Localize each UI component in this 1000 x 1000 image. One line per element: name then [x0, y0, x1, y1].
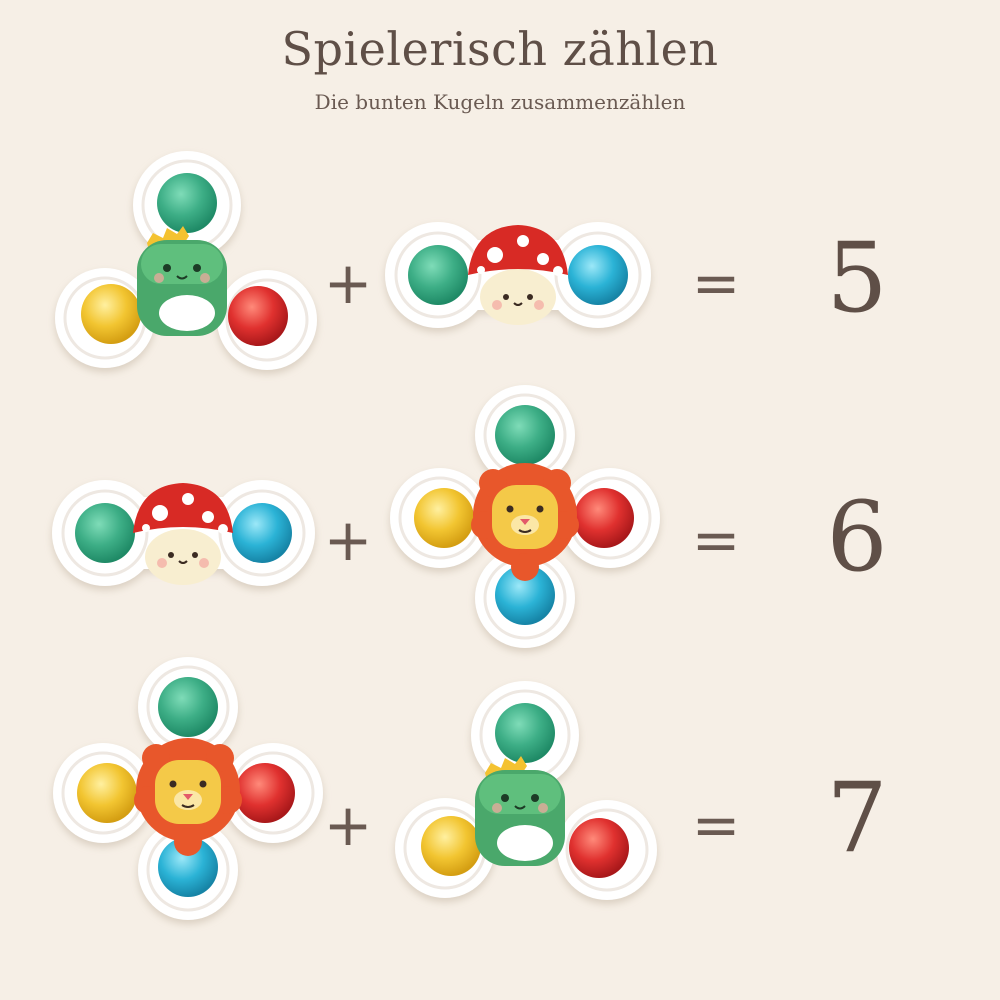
mushroom-icon [133, 483, 233, 585]
mushroom-icon [468, 225, 568, 325]
yellow-ball [81, 284, 141, 344]
yellow-ball [77, 763, 137, 823]
equals-sign: = [691, 249, 741, 317]
green-ball [408, 245, 468, 305]
red-ball [569, 818, 629, 878]
dinosaur-spinner-3-balls [395, 681, 657, 900]
blue-ball [232, 503, 292, 563]
result-number: 6 [826, 481, 888, 593]
lion-spinner-4-balls [390, 385, 660, 648]
yellow-ball [414, 488, 474, 548]
green-ball [75, 503, 135, 563]
green-ball [495, 703, 555, 763]
plus-sign: + [323, 249, 373, 317]
red-ball [228, 286, 288, 346]
mushroom-spinner-2-balls [52, 480, 315, 586]
equals-sign: = [691, 791, 741, 859]
mushroom-spinner-2-balls [385, 222, 651, 328]
blue-ball [158, 837, 218, 897]
lion-icon [134, 738, 242, 856]
result-number: 7 [826, 762, 888, 874]
dinosaur-spinner-3-balls [55, 151, 317, 370]
equals-sign: = [691, 506, 741, 574]
dinosaur-icon [137, 226, 227, 336]
green-ball [495, 405, 555, 465]
page-subtitle: Die bunten Kugeln zusammenzählen [314, 90, 686, 114]
red-ball [574, 488, 634, 548]
green-ball [157, 173, 217, 233]
page-title: Spielerisch zählen [281, 22, 719, 76]
dinosaur-icon [475, 756, 565, 866]
yellow-ball [421, 816, 481, 876]
blue-ball [495, 565, 555, 625]
blue-ball [568, 245, 628, 305]
lion-spinner-4-balls [53, 657, 323, 920]
plus-sign: + [323, 791, 373, 859]
red-ball [235, 763, 295, 823]
green-ball [158, 677, 218, 737]
plus-sign: + [323, 506, 373, 574]
result-number: 5 [826, 222, 888, 334]
lion-icon [471, 463, 579, 581]
